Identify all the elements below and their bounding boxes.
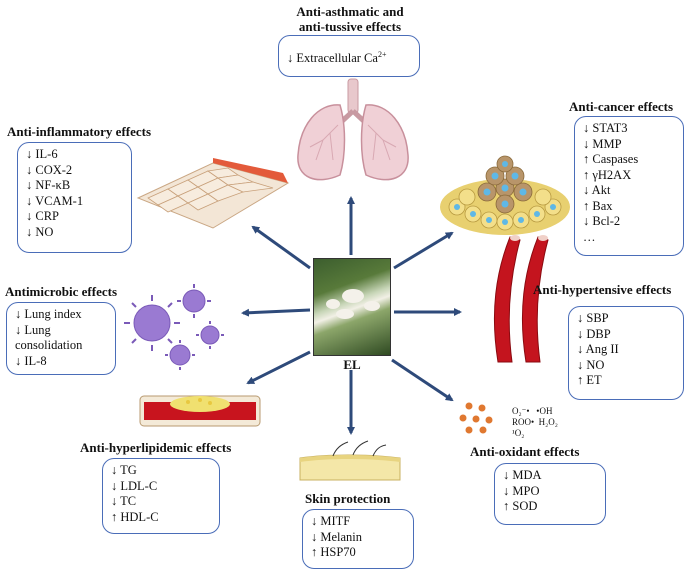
arrow-downright [391, 358, 454, 402]
asthmatic-box: ↓ Extracellular Ca2+ [278, 35, 420, 77]
plaque-vessel-illustration [139, 395, 261, 427]
lungs-illustration [297, 78, 409, 181]
hypertensive-title: Anti-hypertensive effects [533, 282, 672, 297]
asthmatic-title: Anti-asthmatic and anti-tussive effects [296, 4, 404, 34]
skin-box: ↓ MITF ↓ Melanin ↑ HSP70 [302, 509, 414, 569]
hyperlipidemic-box: ↓ TG ↓ LDL-C ↓ TC ↑ HDL-C [102, 458, 220, 534]
skin-illustration [299, 440, 401, 481]
oxidant-title: Anti-oxidant effects [470, 444, 580, 459]
hyperlipidemic-title: Anti-hyperlipidemic effects [80, 440, 232, 455]
arrow-upright [393, 231, 454, 270]
inflammatory-title: Anti-inflammatory effects [7, 124, 152, 139]
antimicrobic-box: ↓ Lung index ↓ Lung consolidation ↓ IL-8 [6, 302, 116, 375]
oxidant-box: ↓ MDA ↓ MPO ↑ SOD [494, 463, 606, 525]
center-label: EL [343, 357, 361, 372]
arrow-downleft [246, 350, 311, 385]
antimicrobic-title: Antimicrobic effects [5, 284, 118, 299]
hypertensive-box: ↓ SBP ↓ DBP ↓ Ang II ↓ NO ↑ ET [568, 306, 684, 400]
arrow-upleft [251, 225, 311, 270]
cancer-box: ↓ STAT3 ↓ MMP ↑ Caspases ↑ γH2AX ↓ Akt ↑… [574, 116, 684, 256]
microbe-illustration [124, 284, 224, 370]
arrow-left [241, 308, 311, 317]
artery-illustration [493, 235, 549, 363]
skin-title: Skin protection [305, 491, 391, 506]
ros-labels: O₂⁻• •OH ROO• H₂O₂ ¹O₂ [512, 406, 558, 438]
asthmatic-item: ↓ Extracellular Ca2+ [287, 50, 387, 66]
inflammatory-box: ↓ IL-6 ↓ COX-2 ↓ NF-κB ↓ VCAM-1 ↓ CRP ↓ … [17, 142, 132, 253]
cancer-title: Anti-cancer effects [569, 99, 674, 114]
ros-illustration [459, 402, 493, 434]
elderberry-photo [313, 258, 391, 356]
endothelium-illustration [136, 158, 290, 229]
cancer-cells-illustration [440, 155, 570, 235]
